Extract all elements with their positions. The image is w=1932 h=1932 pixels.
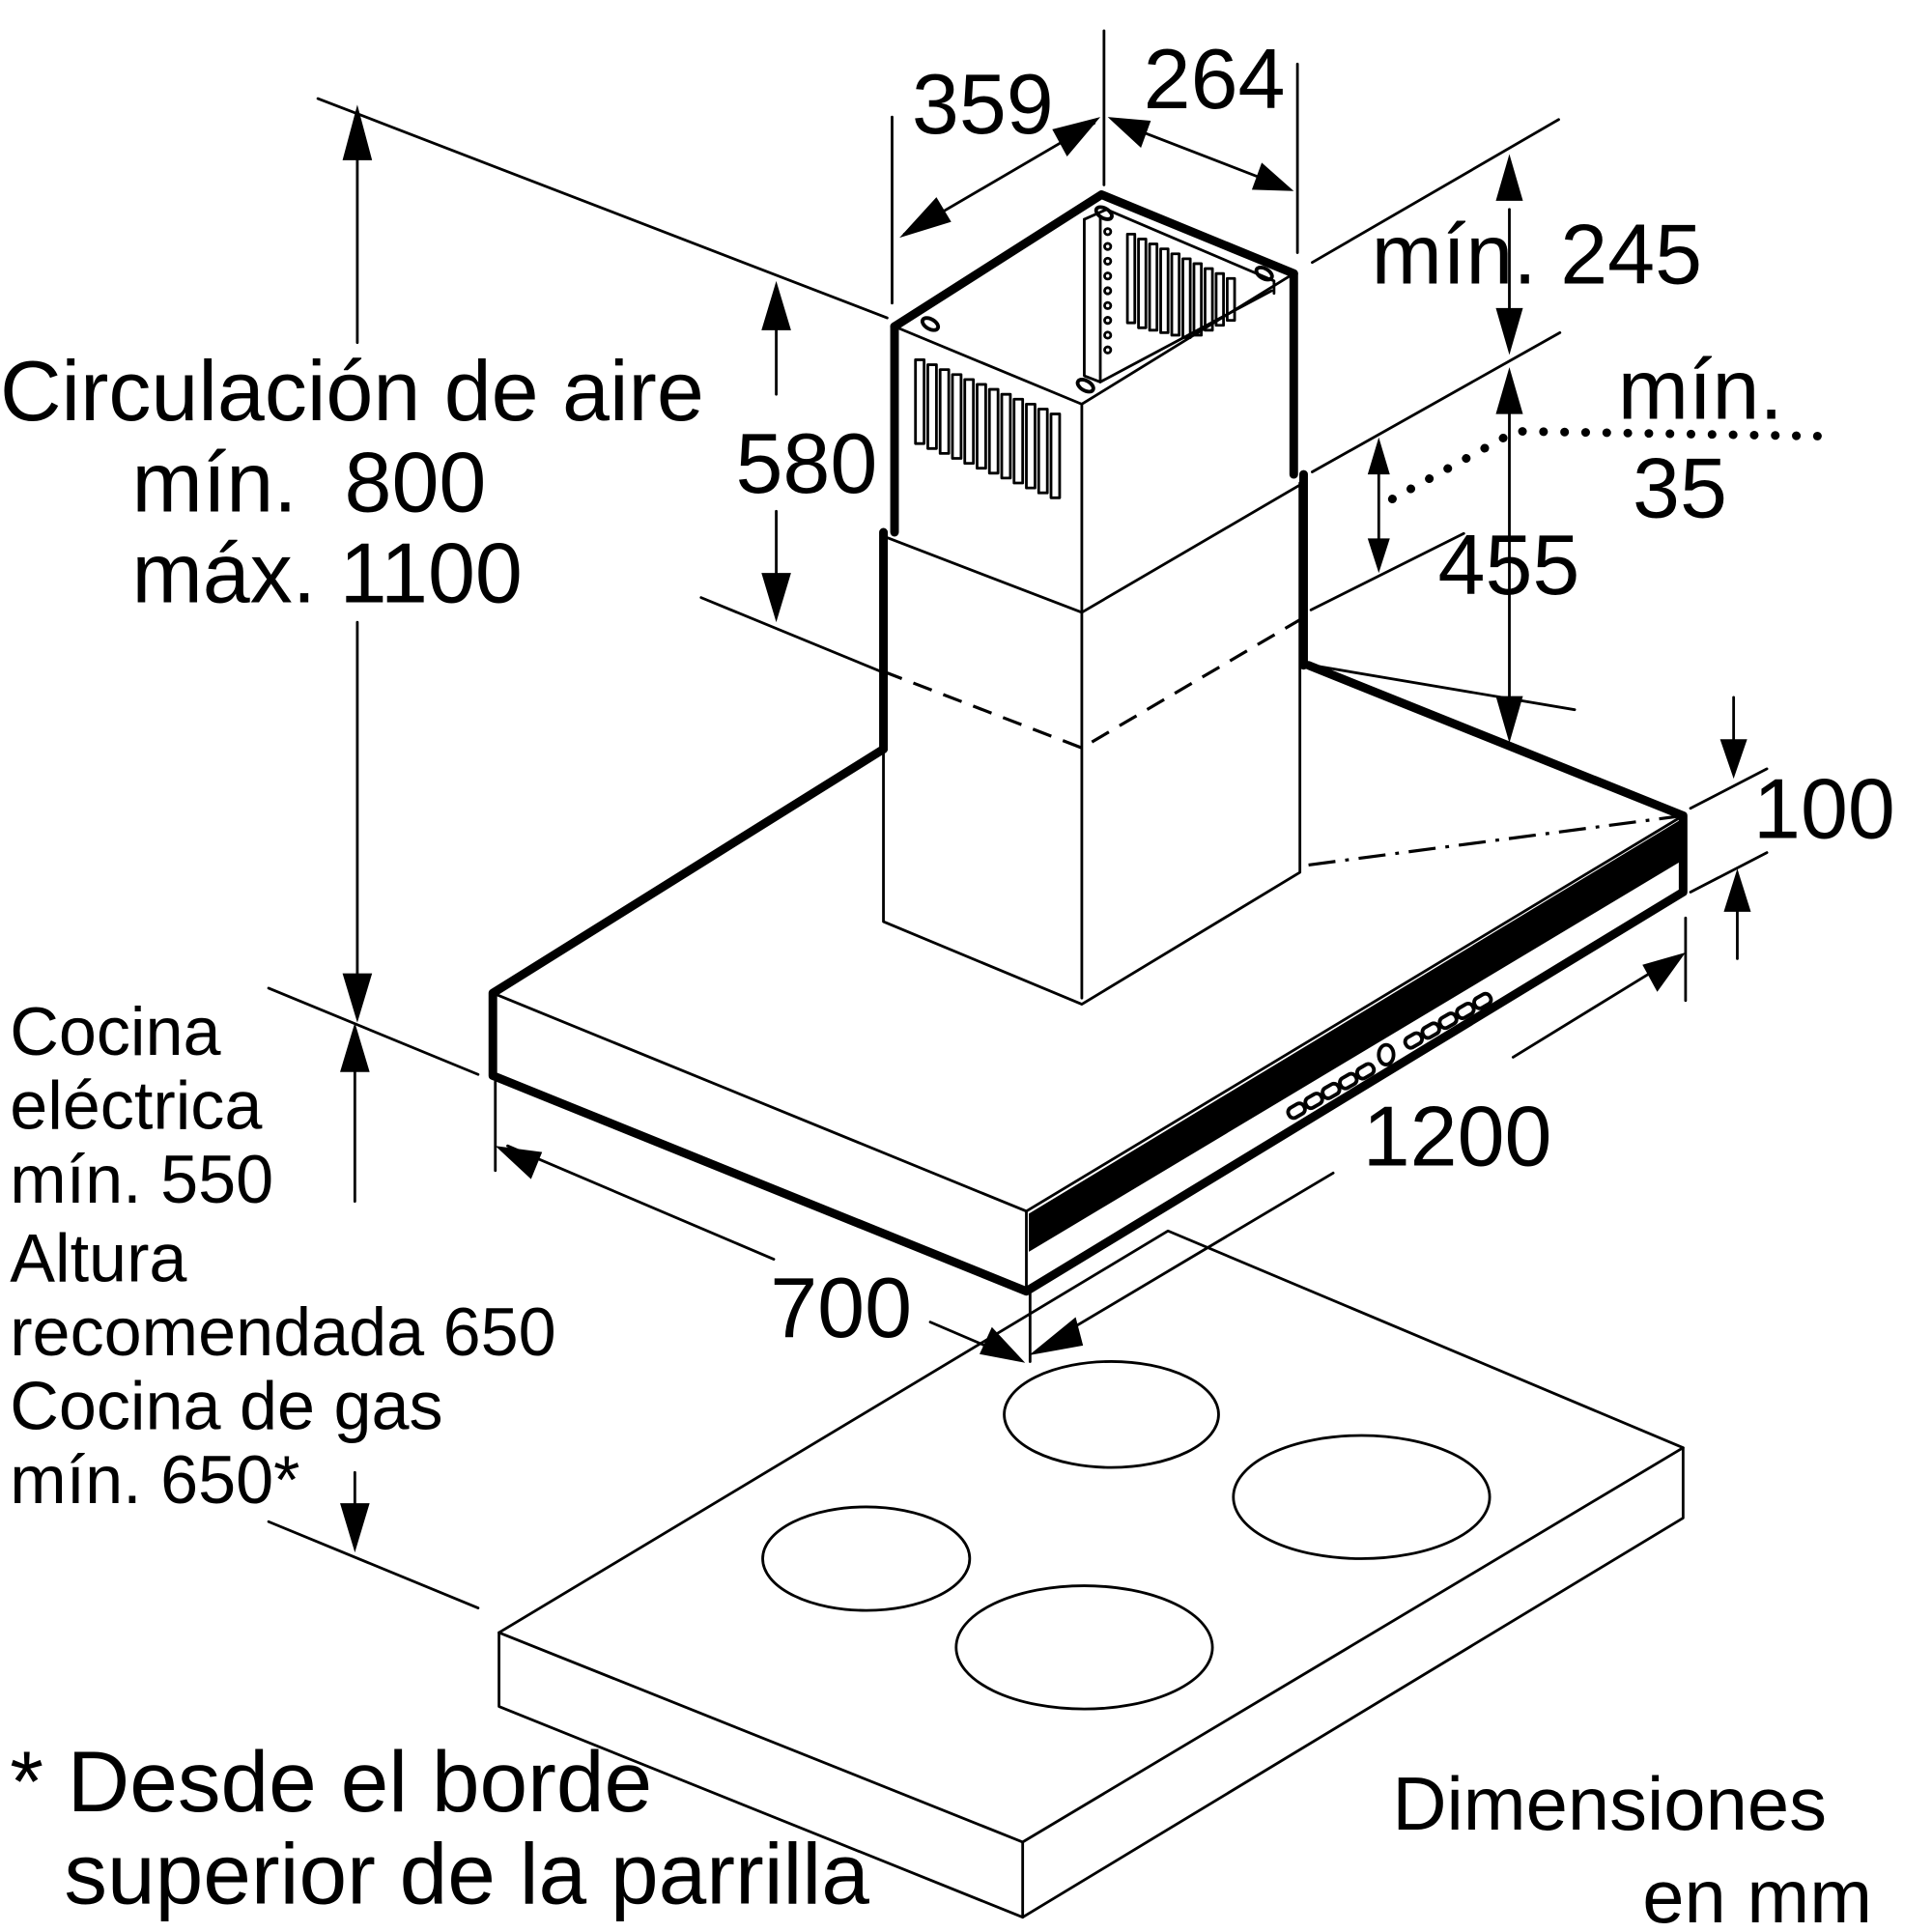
upper-chimney-inner-rear (1083, 215, 1102, 384)
burner-back-left (1003, 1360, 1220, 1469)
upper-chimney (890, 190, 1298, 614)
dim-700: 700 (770, 1260, 912, 1355)
panel-indicator-light (1378, 1006, 1397, 1030)
panel-indicator-light (1377, 1042, 1396, 1066)
cooktop-right-edge (1021, 1446, 1685, 1919)
units-note: Dimensiones en mm (1392, 1763, 1872, 1932)
footnote-line1: * Desde el borde (10, 1733, 652, 1830)
arrowheads (340, 104, 1751, 1553)
panel-button (1354, 1062, 1377, 1081)
units-note-line2: en mm (1642, 1856, 1872, 1932)
lower-chimney-top-edge (884, 482, 1303, 614)
cooktop-top-face (497, 1229, 1685, 1844)
dim-455: 455 (1438, 517, 1580, 612)
installation-height-label: Cocina eléctrica mín. 550 Altura recomen… (10, 993, 555, 1518)
panel-button (1321, 1081, 1342, 1100)
dim-1200: 1200 (1363, 1089, 1552, 1184)
installation-line3: mín. 550 (10, 1141, 273, 1217)
control-panel (1286, 991, 1493, 1121)
upper-chimney-inner-opening (1083, 208, 1276, 295)
mounting-hole (920, 316, 941, 332)
air-circulation-line2: mín. 800 (131, 434, 486, 529)
canopy-top-back-hidden (1308, 813, 1684, 867)
rear-mounting-rail-holes (1103, 227, 1113, 355)
min-35-dotted-line (1387, 426, 1826, 504)
dim-min-35-line1: mín. (1618, 342, 1783, 438)
panel-button (1472, 991, 1493, 1010)
panel-button (1420, 1021, 1441, 1040)
burner-front-left (761, 1505, 972, 1612)
installation-line1: Cocina (10, 993, 221, 1069)
footnote: * Desde el borde superior de la parrilla (10, 1733, 869, 1922)
cooktop-front-edge (497, 1631, 1025, 1919)
lower-chimney-outline (882, 481, 1302, 1006)
lower-chimney-hidden-edge (882, 618, 1301, 750)
air-circulation-label: Circulación de aire mín. 800 máx. 1100 (0, 343, 704, 621)
installation-line5: recomendada 650 (10, 1293, 555, 1370)
rear-vent-slots (1125, 232, 1236, 339)
panel-button (1338, 1071, 1359, 1091)
dim-100: 100 (1753, 760, 1895, 856)
air-circulation-line3: máx. 1100 (131, 526, 522, 621)
air-circulation-line1: Circulación de aire (0, 343, 704, 439)
installation-line7: mín. 650* (10, 1441, 299, 1518)
burner-back-right (1232, 1434, 1492, 1560)
dim-min-245: mín. 245 (1372, 206, 1702, 301)
dim-min-35-line2: 35 (1633, 440, 1727, 536)
units-note-line1: Dimensiones (1392, 1763, 1827, 1846)
panel-button (1403, 1031, 1424, 1050)
panel-button (1303, 1092, 1324, 1111)
panel-button (1286, 1101, 1307, 1121)
burner-front-right (954, 1584, 1214, 1711)
dimension-labels: 359 264 580 mín. 245 mín. 35 455 100 120… (735, 31, 1894, 1355)
panel-button (1455, 1001, 1476, 1020)
footnote-line2: superior de la parrilla (64, 1826, 869, 1922)
lower-chimney (879, 469, 1308, 1006)
panel-button (1437, 1011, 1459, 1031)
hood-canopy (488, 661, 1688, 1296)
side-vent-slots (914, 358, 1062, 499)
dim-chimney-width: 264 (1144, 31, 1286, 127)
installation-line2: eléctrica (10, 1066, 263, 1143)
dim-chimney-depth: 359 (912, 56, 1054, 152)
installation-line6: Cocina de gas (10, 1368, 442, 1444)
installation-line4: Altura (10, 1220, 187, 1296)
mounting-hole (1094, 205, 1114, 221)
upper-chimney-top-outline (890, 190, 1298, 331)
dim-upper-chimney: 580 (735, 415, 877, 511)
canopy-dark-band (1029, 817, 1684, 1252)
mounting-hole (1075, 378, 1095, 394)
cooktop (497, 1229, 1685, 1919)
mounting-hole (1254, 265, 1274, 282)
